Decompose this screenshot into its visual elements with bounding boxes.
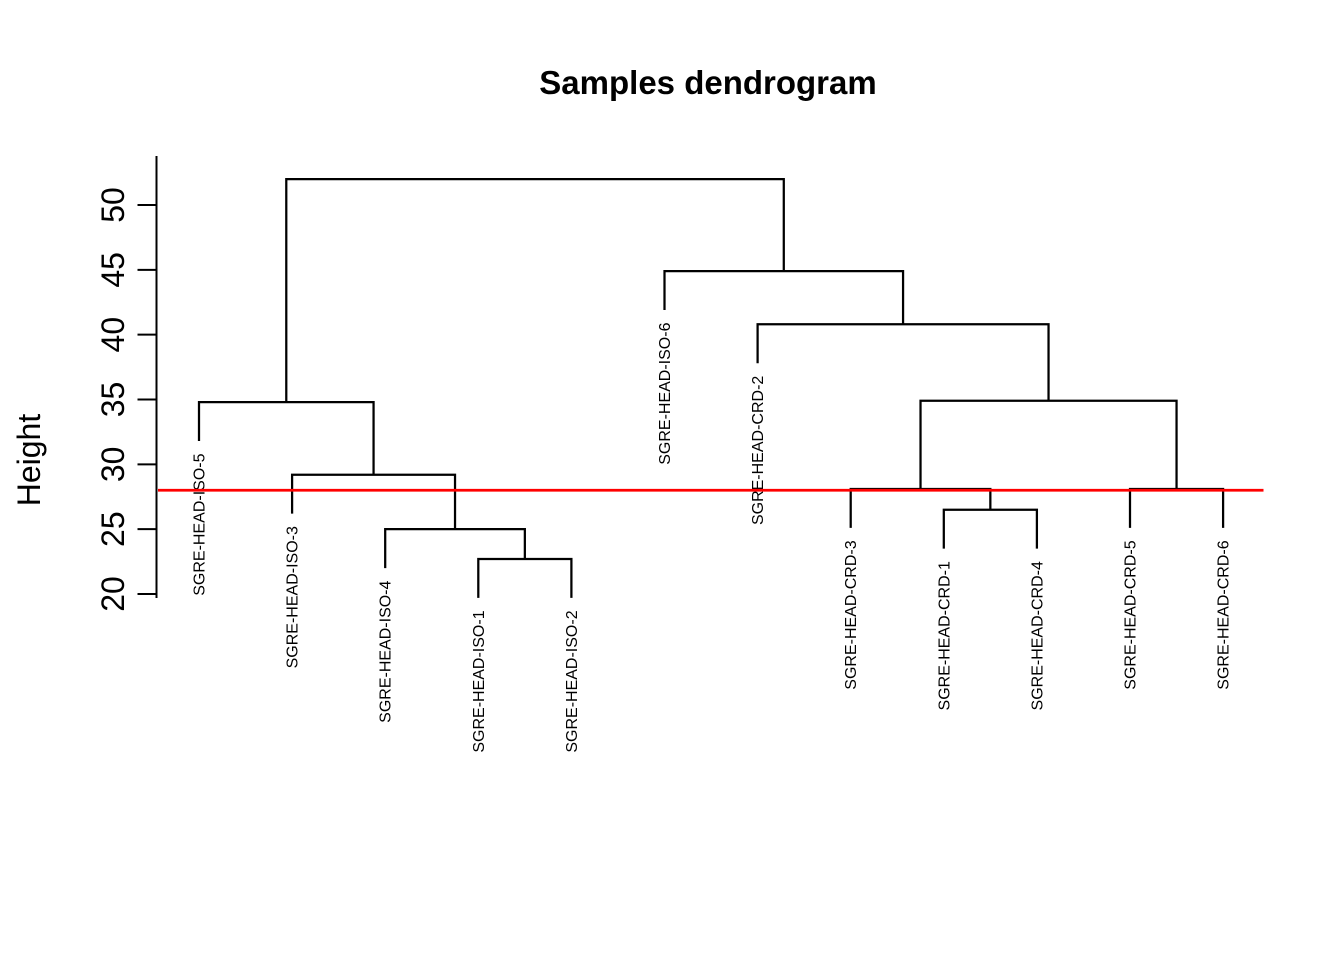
y-axis-tick-label: 45 <box>95 252 131 288</box>
leaf-label: SGRE-HEAD-ISO-6 <box>657 322 674 464</box>
dendrogram-branch <box>477 557 573 598</box>
leaf-label: SGRE-HEAD-CRD-3 <box>843 540 860 689</box>
dendrogram-branch <box>197 400 375 475</box>
dendrogram-branch <box>1128 487 1225 528</box>
y-axis-tick-label: 25 <box>95 511 131 547</box>
y-axis-tick-label: 20 <box>95 576 131 612</box>
dendrogram-branch <box>919 399 1178 489</box>
dendrogram-branch <box>942 508 1039 549</box>
y-axis-tick-label: 30 <box>95 447 131 483</box>
leaf-label: SGRE-HEAD-ISO-1 <box>471 610 488 752</box>
y-axis-label: Height <box>11 414 47 507</box>
leaf-label: SGRE-HEAD-CRD-6 <box>1216 540 1233 689</box>
leaf-label: SGRE-HEAD-CRD-1 <box>936 561 953 710</box>
dendrogram-branch <box>849 487 992 528</box>
plot-layer: 20253035404550SGRE-HEAD-ISO-5SGRE-HEAD-I… <box>95 156 1264 753</box>
leaf-label: SGRE-HEAD-ISO-4 <box>378 580 395 722</box>
leaf-label: SGRE-HEAD-CRD-5 <box>1123 540 1140 689</box>
y-axis-tick-label: 40 <box>95 317 131 353</box>
dendrogram-branch <box>663 270 905 325</box>
leaf-label: SGRE-HEAD-CRD-2 <box>750 376 767 525</box>
leaf-label: SGRE-HEAD-ISO-5 <box>192 453 209 595</box>
leaf-label: SGRE-HEAD-CRD-4 <box>1029 561 1046 710</box>
dendrogram-branch <box>285 177 785 403</box>
dendrogram-branch <box>384 528 526 569</box>
y-axis-tick-label: 35 <box>95 382 131 418</box>
leaf-label: SGRE-HEAD-ISO-2 <box>564 610 581 752</box>
y-axis-tick-label: 50 <box>95 187 131 223</box>
chart-title: Samples dendrogram <box>539 64 876 101</box>
dendrogram-branch <box>756 323 1050 401</box>
dendrogram-branch <box>290 473 457 530</box>
leaf-label: SGRE-HEAD-ISO-3 <box>285 526 302 668</box>
